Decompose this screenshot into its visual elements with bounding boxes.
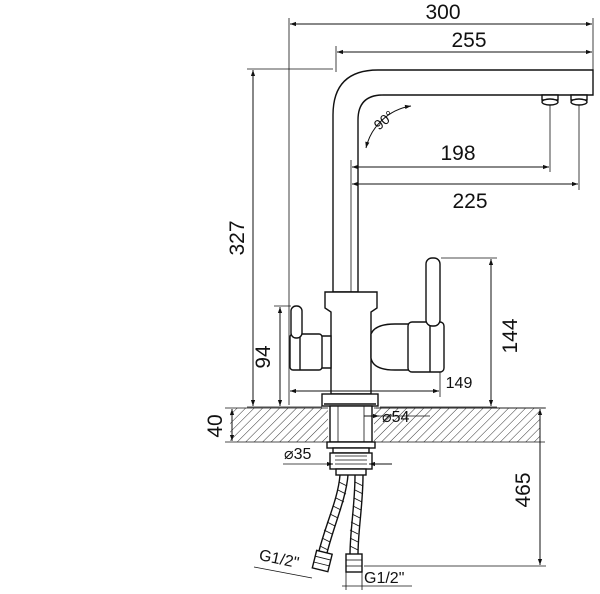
dimension-144: 144 — [380, 257, 522, 408]
dim-dia54-label: ⌀54 — [382, 409, 410, 426]
dimension-dia35: ⌀35 — [283, 446, 392, 467]
dimension-300: 300 — [288, 1, 594, 405]
dimension-327: 327 — [226, 68, 333, 408]
right-hub — [407, 321, 445, 373]
dim-255-label: 255 — [451, 29, 486, 52]
dimension-angle: 90° — [365, 104, 412, 149]
flexible-hoses — [311, 474, 364, 573]
dimension-40: 40 — [204, 409, 235, 441]
left-hose-braid — [319, 481, 348, 551]
dimension-465: 465 — [364, 407, 546, 567]
dim-40-label: 40 — [204, 414, 227, 437]
main-column — [324, 291, 378, 395]
dimension-149: 149 — [290, 372, 472, 397]
dim-198-label: 198 — [440, 142, 475, 165]
left-handle-lever — [290, 305, 303, 339]
dimension-94: 94 — [252, 305, 291, 406]
thread-right-label: G1/2" — [364, 570, 404, 587]
dim-465-label: 465 — [512, 472, 535, 507]
right-hose-nut — [345, 553, 363, 573]
thread-left: G1/2" — [253, 547, 313, 579]
left-hub — [289, 333, 323, 371]
dimension-198: 198 — [350, 105, 551, 292]
dimension-dia54: ⌀54 — [364, 409, 430, 426]
dimension-255: 255 — [335, 29, 592, 72]
aerator-outlets — [541, 94, 588, 106]
dim-149-label: 149 — [446, 375, 473, 392]
right-handle-lever — [425, 257, 441, 327]
dim-94-label: 94 — [252, 345, 275, 369]
dimension-225: 225 — [352, 105, 580, 213]
right-hose-braid — [349, 481, 364, 551]
thread-right: G1/2" — [342, 570, 412, 590]
mounting-shank — [326, 405, 376, 476]
dim-300-label: 300 — [425, 1, 460, 24]
dim-327-label: 327 — [226, 220, 249, 255]
left-hose-nut — [311, 549, 334, 573]
dim-dia35-label: ⌀35 — [284, 446, 312, 463]
thread-left-label: G1/2" — [257, 547, 300, 572]
faucet-body — [289, 69, 594, 407]
dim-225-label: 225 — [452, 190, 487, 213]
dim-144-label: 144 — [499, 318, 522, 353]
